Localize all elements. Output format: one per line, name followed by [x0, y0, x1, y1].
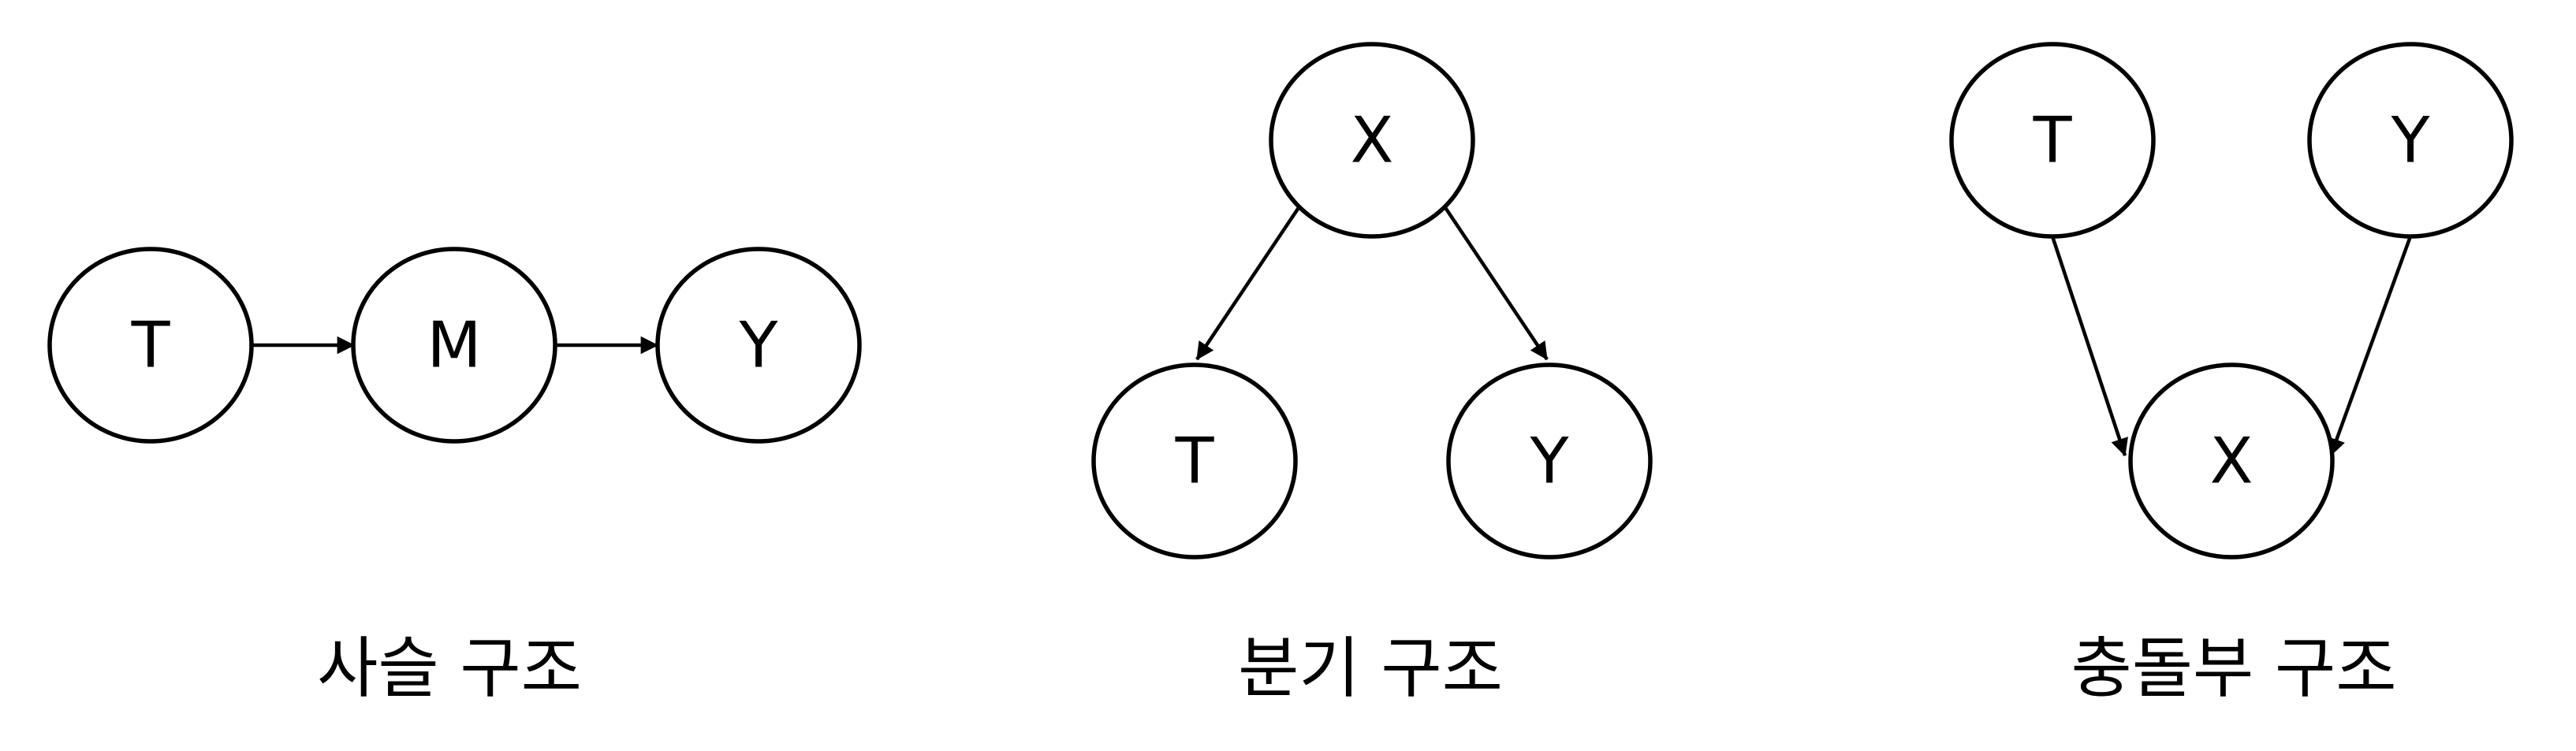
- collider-diagram: T Y X 충돌부 구조: [1949, 42, 2514, 707]
- node-label: T: [1175, 425, 1215, 498]
- edge-fork-x-to-t: [1195, 205, 1301, 361]
- caption-chain: 사슬 구조: [317, 630, 582, 707]
- node-label: X: [1351, 104, 1394, 177]
- node-label: Y: [1530, 425, 1570, 498]
- node-label: Y: [2391, 104, 2431, 177]
- node-collider-y: Y: [2307, 42, 2514, 239]
- node-collider-t: T: [1949, 42, 2156, 239]
- caption-fork: 분기 구조: [1238, 630, 1503, 707]
- node-label: T: [2033, 104, 2073, 177]
- edge-collider-t-to-x: [2050, 236, 2128, 457]
- node-chain-y: Y: [655, 247, 862, 444]
- node-fork-y: Y: [1446, 362, 1653, 560]
- caption-collider: 충돌부 구조: [2071, 630, 2396, 707]
- node-label: M: [427, 309, 481, 382]
- edge-collider-y-to-x: [2328, 236, 2413, 457]
- edge-fork-x-to-y: [1443, 205, 1549, 361]
- node-label: Y: [739, 309, 779, 382]
- node-chain-m: M: [351, 247, 557, 444]
- node-fork-t: T: [1091, 362, 1298, 560]
- node-collider-x: X: [2128, 362, 2335, 560]
- node-label: X: [2210, 425, 2254, 498]
- fork-diagram: X T Y 분기 구조: [1091, 42, 1653, 707]
- node-fork-x: X: [1269, 42, 1475, 239]
- chain-diagram: T M Y 사슬 구조: [47, 247, 862, 707]
- node-chain-t: T: [47, 247, 254, 444]
- node-label: T: [131, 309, 171, 382]
